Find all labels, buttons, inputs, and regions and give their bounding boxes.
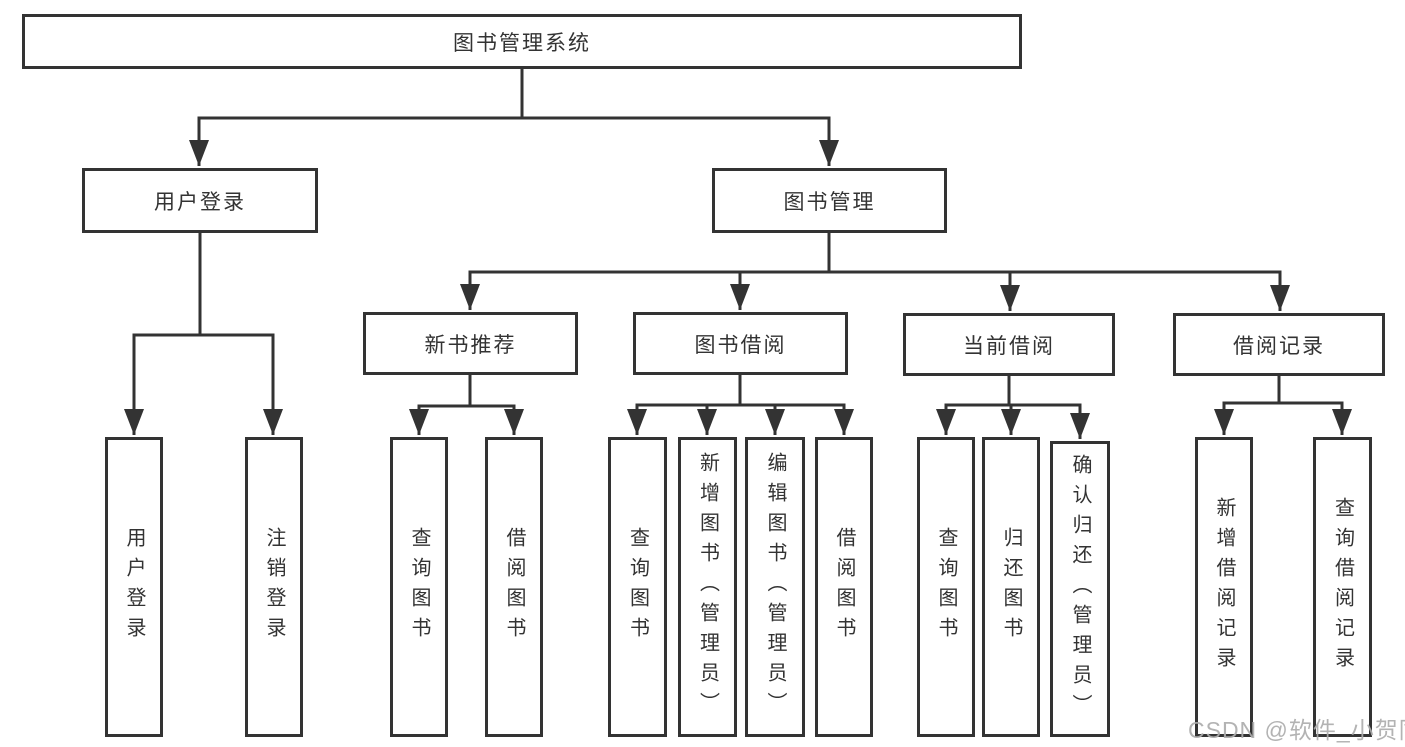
node-borrowing-records: 借阅记录 — [1173, 313, 1385, 376]
leaf-borrow-books-recommend: 借阅图书 — [485, 437, 543, 737]
node-current-borrowing: 当前借阅 — [903, 313, 1115, 376]
node-current-borrowing-label: 当前借阅 — [963, 334, 1055, 358]
leaf-query-books-recommend: 查询图书 — [390, 437, 448, 737]
leaf-query-borrow-record: 查询借阅记录 — [1313, 437, 1372, 737]
leaf-return-books: 归还图书 — [982, 437, 1040, 737]
node-library-management-system-label: 图书管理系统 — [453, 31, 591, 55]
leaf-add-book-admin-label: 新增图书（管理员） — [696, 452, 719, 722]
node-book-management-label: 图书管理 — [783, 190, 876, 214]
node-book-borrowing: 图书借阅 — [633, 312, 848, 375]
leaf-add-borrow-record-label: 新增借阅记录 — [1213, 497, 1235, 677]
csdn-watermark: CSDN @软件_小贺同学 — [1188, 717, 1405, 743]
leaf-user-login: 用户登录 — [105, 437, 163, 737]
node-borrowing-records-label: 借阅记录 — [1233, 334, 1325, 358]
leaf-logout-label: 注销登录 — [263, 527, 285, 647]
leaf-confirm-return-admin-label: 确认归还（管理员） — [1069, 454, 1091, 724]
leaf-add-borrow-record: 新增借阅记录 — [1195, 437, 1253, 737]
leaf-borrow-books: 借阅图书 — [815, 437, 873, 737]
leaf-edit-book-admin: 编辑图书（管理员） — [745, 437, 805, 737]
leaf-query-books-current-label: 查询图书 — [935, 527, 957, 647]
leaf-return-books-label: 归还图书 — [1000, 527, 1022, 647]
leaf-confirm-return-admin: 确认归还（管理员） — [1050, 441, 1110, 737]
node-library-management-system: 图书管理系统 — [22, 14, 1022, 69]
node-user-login-label: 用户登录 — [154, 190, 246, 214]
leaf-borrow-books-label: 借阅图书 — [833, 527, 855, 647]
node-book-borrowing-label: 图书借阅 — [694, 333, 787, 357]
leaf-query-books-recommend-label: 查询图书 — [408, 527, 430, 647]
node-new-book-recommendation-label: 新书推荐 — [424, 333, 517, 357]
leaf-logout: 注销登录 — [245, 437, 303, 737]
node-user-login: 用户登录 — [82, 168, 318, 233]
leaf-borrow-books-recommend-label: 借阅图书 — [503, 527, 525, 647]
leaf-query-borrow-record-label: 查询借阅记录 — [1331, 497, 1354, 677]
leaf-query-books-borrow: 查询图书 — [608, 437, 667, 737]
leaf-edit-book-admin-label: 编辑图书（管理员） — [764, 452, 786, 722]
node-new-book-recommendation: 新书推荐 — [363, 312, 578, 375]
leaf-query-books-current: 查询图书 — [917, 437, 975, 737]
leaf-user-login-label: 用户登录 — [123, 527, 145, 647]
leaf-query-books-borrow-label: 查询图书 — [626, 527, 649, 647]
leaf-add-book-admin: 新增图书（管理员） — [678, 437, 737, 737]
node-book-management: 图书管理 — [712, 168, 947, 233]
